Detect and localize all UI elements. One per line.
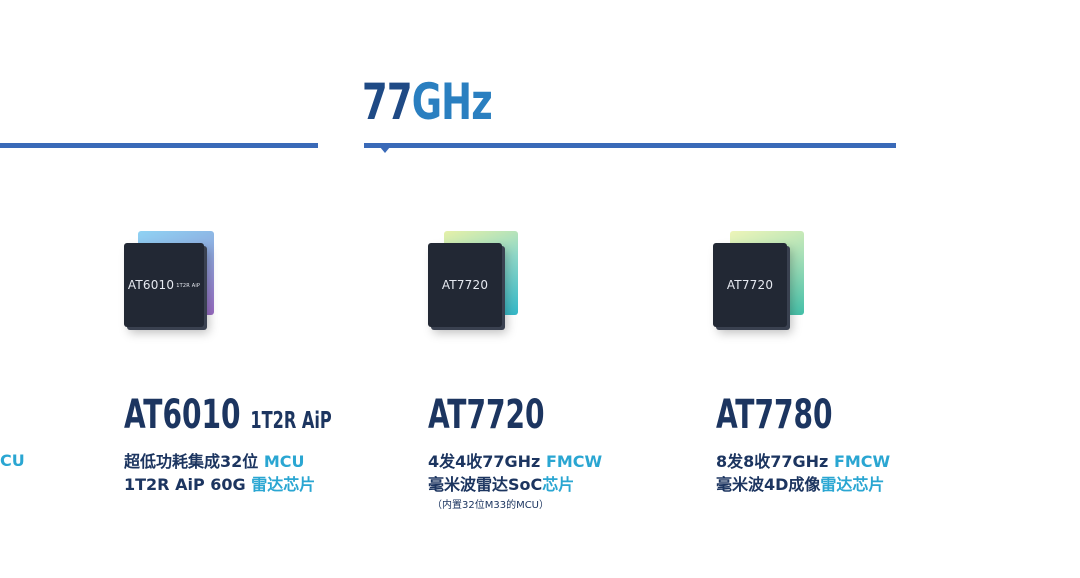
- desc-text: 8发8收77GHz: [716, 452, 834, 471]
- desc-line-1: 8发8收77GHz FMCW: [716, 450, 890, 473]
- product-description-at7720: 4发4收77GHz FMCW 毫米波雷达SoC芯片: [428, 450, 602, 496]
- product-model-at7780: AT7780: [716, 392, 833, 438]
- product-note-at7720: （内置32位M33的MCU）: [432, 500, 550, 511]
- model-suffix: 1T2R AiP: [250, 408, 332, 434]
- product-model-at6010: AT6010 1T2R AiP: [124, 392, 332, 444]
- chip-label-small: 1T2R AiP: [176, 283, 201, 289]
- chip-label: AT6010: [127, 278, 175, 292]
- frequency-title-number: 77: [362, 73, 413, 131]
- desc-text: 1T2R AiP 60G: [124, 475, 252, 494]
- desc-line-1: 超低功耗集成32位 MCU: [124, 450, 315, 473]
- desc-highlight: 雷达芯片: [820, 475, 885, 494]
- desc-text: 4发4收77GHz: [428, 452, 546, 471]
- desc-highlight: FMCW: [545, 452, 603, 471]
- chip-image-at7720: AT7720: [428, 229, 538, 339]
- chip-body: AT7720: [713, 243, 787, 327]
- desc-highlight: MCU: [263, 452, 305, 471]
- divider-left: [0, 143, 318, 148]
- chip-body: AT7720: [428, 243, 502, 327]
- desc-line-2: 毫米波雷达SoC芯片: [428, 473, 602, 496]
- desc-line-2: 毫米波4D成像雷达芯片: [716, 473, 890, 496]
- chip-label: AT7720: [441, 278, 489, 292]
- desc-highlight: 芯片: [542, 475, 575, 494]
- frequency-title: 77GHz: [362, 70, 493, 134]
- cut-off-text: CU: [0, 451, 25, 470]
- desc-text: 毫米波雷达SoC: [428, 475, 543, 494]
- divider-right: [364, 143, 896, 148]
- product-description-at6010: 超低功耗集成32位 MCU 1T2R AiP 60G 雷达芯片: [124, 450, 315, 496]
- frequency-title-unit: GHz: [411, 73, 493, 131]
- desc-line-1: 4发4收77GHz FMCW: [428, 450, 602, 473]
- desc-highlight: 雷达芯片: [251, 475, 316, 494]
- desc-text: 毫米波4D成像: [716, 475, 821, 494]
- chip-image-at7780: AT7720: [713, 229, 823, 339]
- product-model-at7720: AT7720: [428, 392, 545, 438]
- desc-line-2: 1T2R AiP 60G 雷达芯片: [124, 473, 315, 496]
- divider-pointer: [380, 147, 390, 153]
- product-description-at7780: 8发8收77GHz FMCW 毫米波4D成像雷达芯片: [716, 450, 890, 496]
- chip-label: AT7720: [726, 278, 774, 292]
- model-name: AT6010: [124, 392, 241, 438]
- desc-highlight: FMCW: [833, 452, 891, 471]
- desc-text: 超低功耗集成32位: [124, 452, 264, 471]
